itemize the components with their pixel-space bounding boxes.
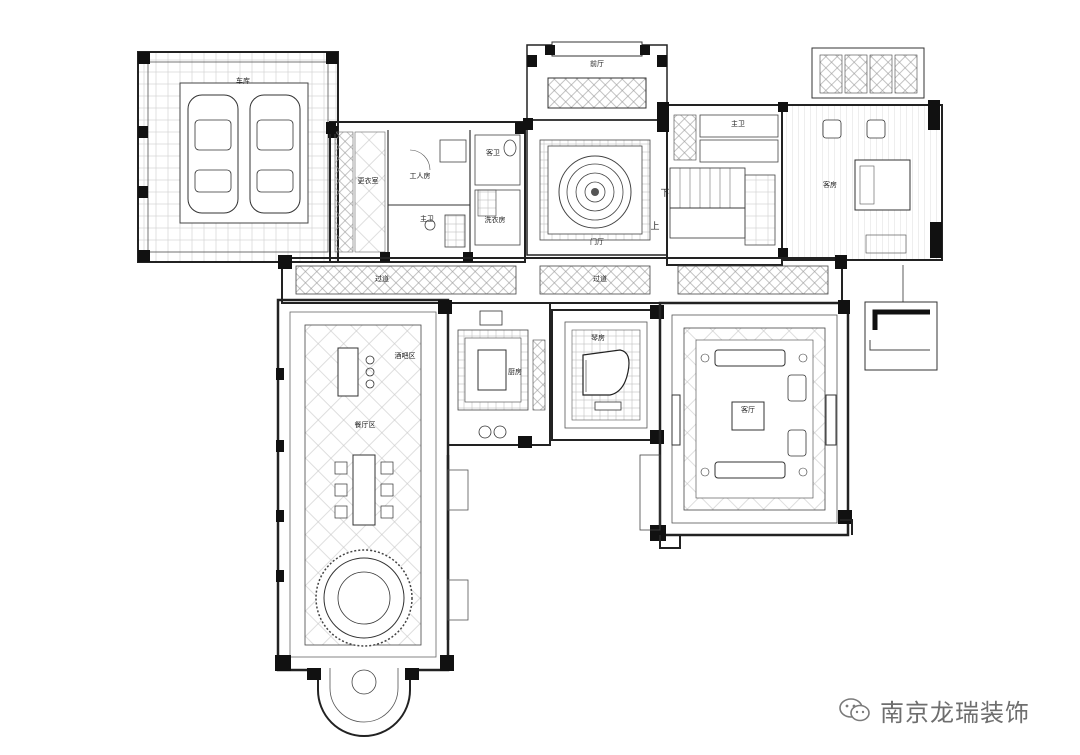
staircase bbox=[669, 167, 776, 246]
section-detail bbox=[864, 265, 938, 371]
car-icon bbox=[187, 94, 239, 214]
label-stair-down: 下 bbox=[660, 189, 669, 199]
garage-block bbox=[137, 51, 339, 263]
label-bar-area: 酒吧区 bbox=[395, 352, 416, 360]
sofa-set bbox=[700, 349, 808, 479]
label-piano: 琴房 bbox=[591, 333, 605, 342]
floor-medallion-icon bbox=[558, 155, 632, 229]
grand-piano-icon bbox=[582, 349, 630, 411]
corridor-row bbox=[278, 255, 847, 304]
label-entrance: 门厅 bbox=[590, 237, 604, 246]
label-laundry: 洗衣房 bbox=[485, 215, 506, 224]
stair-and-guest-block bbox=[657, 47, 943, 266]
label-worker-bath: 主卫 bbox=[420, 214, 434, 223]
round-table bbox=[315, 549, 413, 647]
kitchen-block bbox=[438, 300, 551, 448]
car-icon bbox=[249, 94, 301, 214]
label-garage: 车库 bbox=[236, 76, 250, 85]
watermark: 南京龙瑞装饰 bbox=[838, 690, 1030, 730]
label-corridor-left: 过道 bbox=[375, 274, 389, 283]
label-kitchen: 厨房 bbox=[508, 367, 522, 376]
label-master-bath: 主卫 bbox=[731, 119, 745, 128]
service-rooms-block bbox=[326, 121, 526, 263]
label-stair-up: 上 bbox=[650, 221, 659, 232]
label-corridor-right: 过道 bbox=[593, 274, 607, 283]
bay-window bbox=[317, 668, 411, 737]
watermark-text: 南京龙瑞装饰 bbox=[880, 698, 1030, 727]
label-guest-room: 客房 bbox=[823, 180, 837, 189]
dining-wing bbox=[275, 298, 469, 737]
living-room-block bbox=[639, 300, 853, 549]
label-foyer-top: 前厅 bbox=[590, 59, 604, 68]
label-living: 客厅 bbox=[741, 405, 755, 414]
label-worker-room: 工人房 bbox=[410, 171, 431, 180]
piano-room-block bbox=[551, 305, 664, 444]
dining-table bbox=[334, 454, 394, 526]
room-labels: 车库 前厅 门厅 过道 过道 酒吧区 餐厅区 厨房 琴房 客厅 客房 主卫 客卫… bbox=[236, 59, 837, 429]
label-changing: 更衣室 bbox=[358, 176, 379, 185]
label-dining: 餐厅区 bbox=[355, 420, 376, 429]
wechat-icon bbox=[839, 698, 870, 722]
foyer-block bbox=[523, 41, 669, 256]
label-bath-small: 客卫 bbox=[486, 148, 500, 157]
